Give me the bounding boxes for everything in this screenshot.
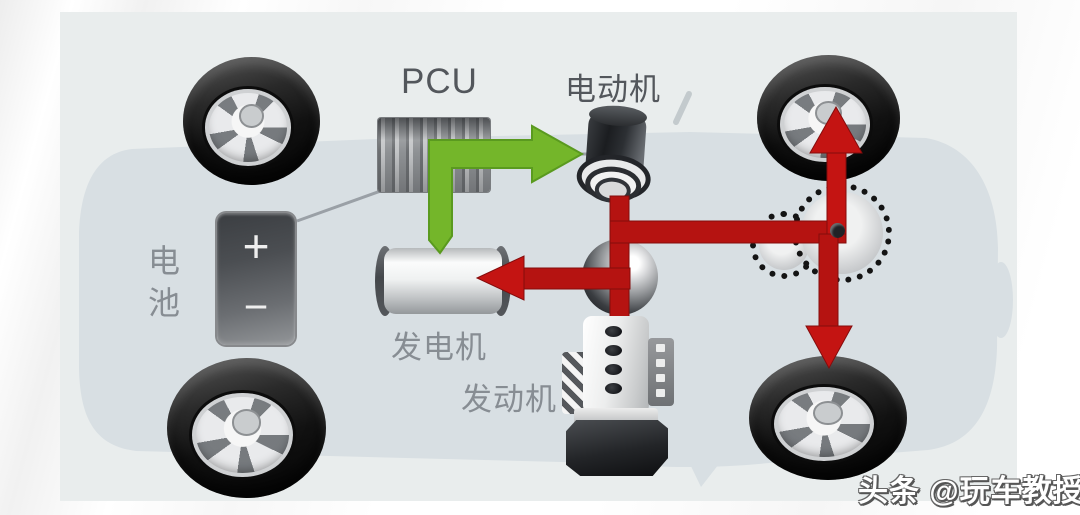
hubcap-icon [815, 403, 841, 423]
rim-icon [192, 393, 293, 477]
watermark-text: 头条 @玩车教授 [858, 475, 1080, 508]
hubcap-icon [233, 411, 260, 434]
engine-vent [656, 374, 665, 382]
engine-oil-pan [566, 420, 668, 476]
hubcap-icon [240, 105, 263, 127]
wheel-rear-right [749, 356, 907, 480]
rim-icon [204, 89, 292, 166]
engine-valve-dot [605, 364, 622, 375]
wheel-front-right [757, 55, 900, 181]
gear-hub-icon [830, 223, 845, 238]
generator-icon [375, 246, 511, 316]
electric-motor-icon [579, 103, 656, 215]
pcu-label: PCU [401, 62, 478, 101]
engine-label: 发动机 [461, 382, 557, 417]
engine-vent [656, 389, 665, 397]
rim-icon [779, 86, 870, 163]
power-split-sphere-icon [582, 239, 658, 315]
motor-label: 电动机 [565, 72, 661, 107]
battery-minus-terminal: − [243, 283, 269, 330]
engine-valve-dot [605, 345, 622, 356]
pcu-unit-icon [378, 118, 490, 192]
engine-side-block [648, 338, 674, 406]
engine-valve-dot [605, 326, 622, 337]
battery-label: 电池 [148, 243, 182, 321]
battery-plus-terminal: + [242, 220, 270, 272]
hubcap-icon [817, 102, 840, 124]
engine-icon [558, 310, 678, 476]
engine-valve-dot [605, 383, 622, 394]
engine-vent [656, 359, 665, 367]
generator-body [384, 248, 502, 314]
rim-icon [774, 387, 874, 462]
wheel-rear-left [167, 358, 326, 498]
battery-icon: + − [217, 213, 295, 345]
engine-block [583, 316, 649, 414]
engine-vent [656, 344, 665, 352]
generator-label: 发电机 [391, 330, 487, 365]
wheel-front-left [183, 57, 320, 185]
